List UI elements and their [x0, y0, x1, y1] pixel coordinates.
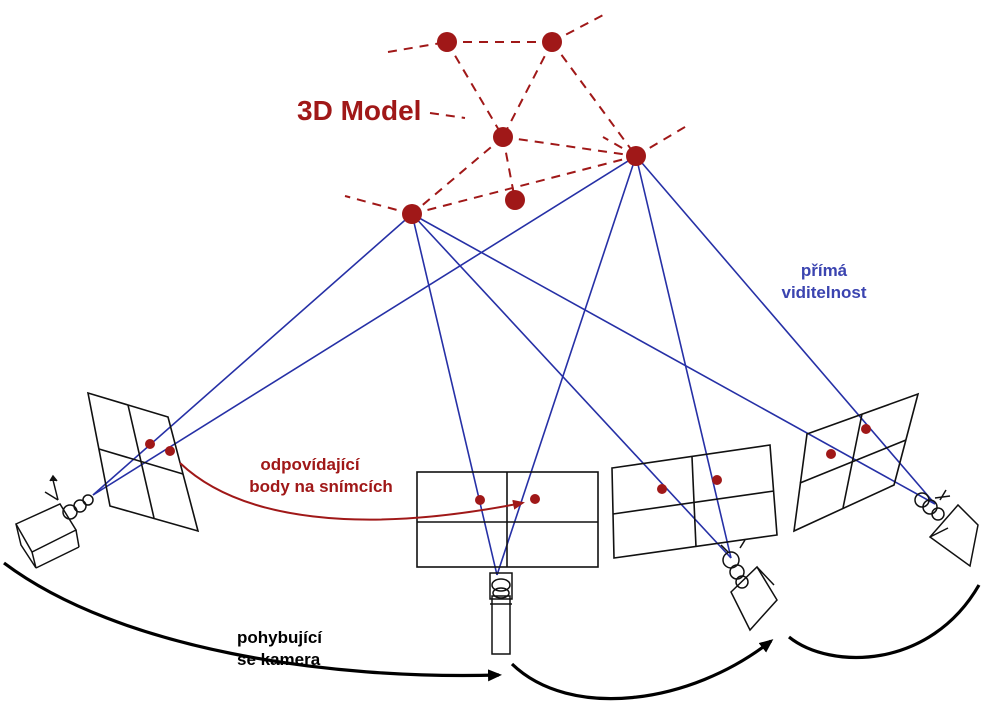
image-point [530, 494, 540, 504]
image-points [145, 424, 871, 505]
camera-icon [489, 572, 513, 655]
image-point [712, 475, 722, 485]
model-point [626, 146, 646, 166]
visibility-label-line2: viditelnost [781, 283, 866, 302]
visibility-rays [92, 155, 936, 576]
camera-motion-arrows [3, 561, 981, 701]
image-plane-4 [793, 392, 920, 533]
camera-icon [914, 489, 979, 568]
model-edges [344, 13, 691, 215]
model-point [402, 204, 422, 224]
image-point [861, 424, 871, 434]
image-point [145, 439, 155, 449]
model-point [542, 32, 562, 52]
model-title: 3D Model [297, 95, 421, 126]
camera-label-line1: pohybující [237, 628, 323, 647]
image-point [165, 446, 175, 456]
model-point [437, 32, 457, 52]
image-point [657, 484, 667, 494]
image-point [475, 495, 485, 505]
visibility-label-line1: přímá [801, 261, 848, 280]
camera-icon [14, 474, 94, 569]
model-points [402, 32, 646, 224]
image-point [826, 449, 836, 459]
image-plane-2 [416, 471, 599, 568]
correspondence-label-line2: body na snímcích [249, 477, 393, 496]
model-point [493, 127, 513, 147]
camera-icon [720, 539, 778, 632]
correspondence-arrow [179, 462, 525, 521]
camera-label-line2: se kamera [237, 650, 321, 669]
model-point [505, 190, 525, 210]
correspondence-label-line1: odpovídající [260, 455, 360, 474]
image-plane-1 [86, 391, 200, 533]
image-plane-3 [611, 444, 778, 559]
